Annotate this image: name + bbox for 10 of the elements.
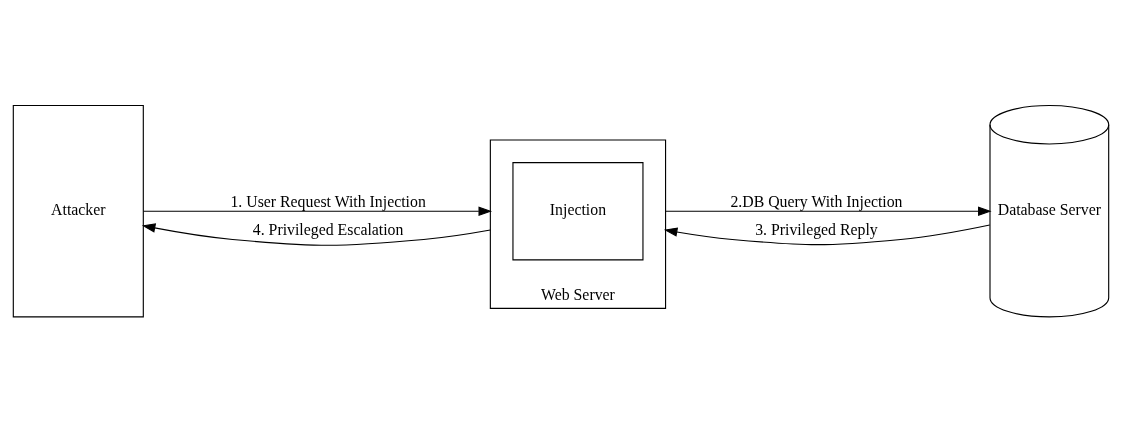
arrow (663, 224, 991, 245)
edge-label: 1. User Request With Injection (230, 192, 426, 210)
arrow (665, 205, 992, 216)
arrow (141, 222, 491, 246)
node-box: Injection (512, 161, 644, 260)
edge-label: 2.DB Query With Injection (730, 192, 903, 210)
arrow (142, 205, 493, 216)
edge-label: 3. Privileged Reply (755, 220, 878, 238)
edge-label: 4. Privileged Escalation (252, 220, 404, 238)
node-box: Attacker (12, 104, 144, 317)
